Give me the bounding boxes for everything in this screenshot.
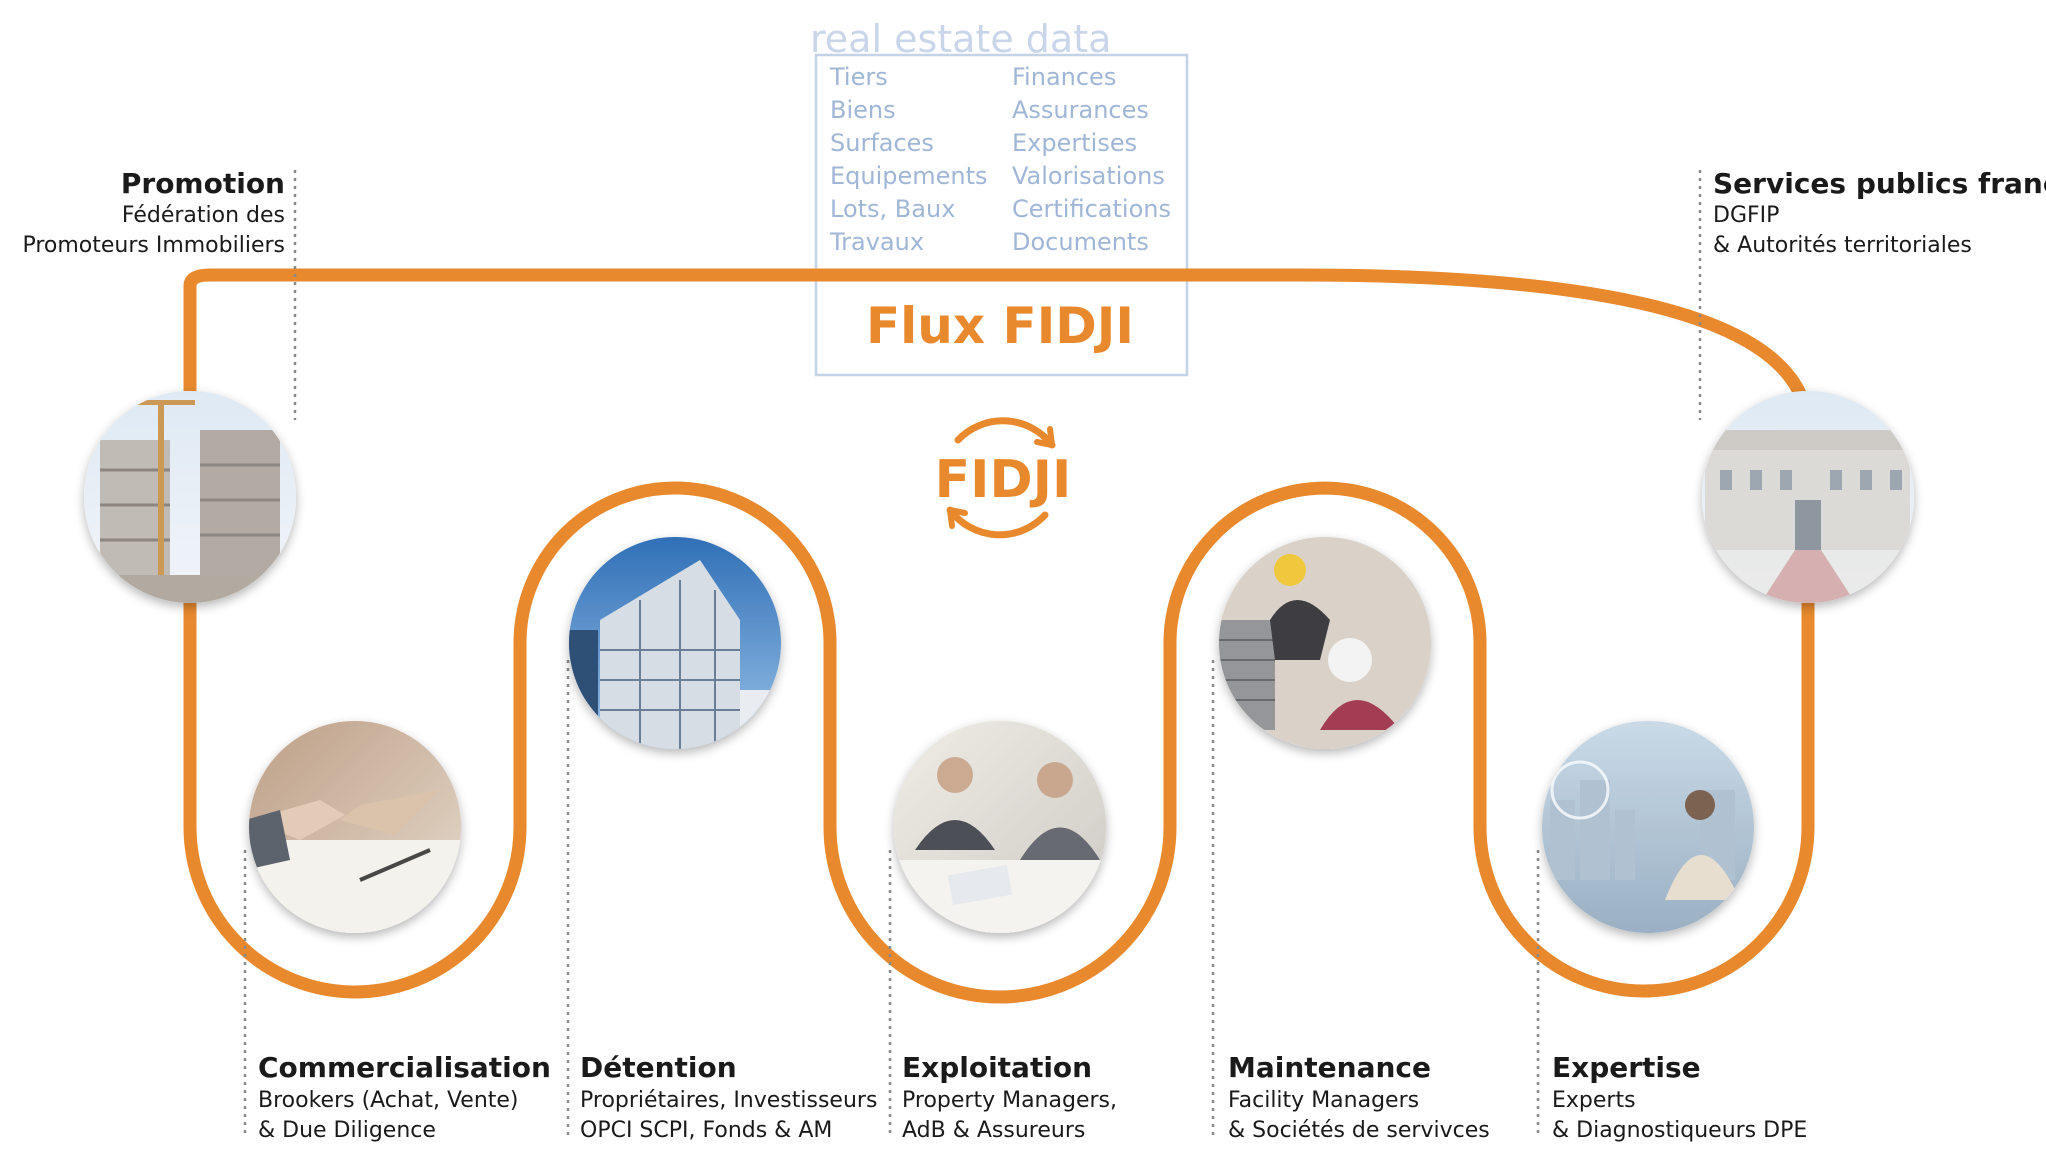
data-item: Expertises <box>1012 129 1137 157</box>
stage-line: DGFIP <box>1713 203 1779 228</box>
data-item: Equipements <box>830 162 988 190</box>
stage-title: Exploitation <box>902 1051 1092 1084</box>
data-item: Surfaces <box>830 129 934 157</box>
government-palace-photo <box>1702 391 1914 603</box>
stage-maintenance-label: Maintenance Facility Managers & Sociétés… <box>1228 1051 1490 1143</box>
data-item: Biens <box>830 96 896 124</box>
data-item: Assurances <box>1012 96 1149 124</box>
data-item: Tiers <box>829 63 888 91</box>
handshake-photo <box>249 721 461 933</box>
fidji-logo: FIDJI <box>935 417 1072 539</box>
flux-flow-path <box>183 268 1815 437</box>
stage-line: AdB & Assureurs <box>902 1118 1085 1143</box>
stage-exploitation-label: Exploitation Property Managers, AdB & As… <box>902 1051 1117 1143</box>
stage-line: & Diagnostiqueurs DPE <box>1552 1118 1807 1143</box>
stage-title: Détention <box>580 1051 737 1084</box>
expert-city-photo <box>1542 721 1754 933</box>
data-panel: real estate data TiersBiensSurfacesEquip… <box>810 17 1189 377</box>
stage-line: Promoteurs Immobiliers <box>22 233 285 258</box>
stage-detention-label: Détention Propriétaires, Investisseurs O… <box>580 1051 877 1143</box>
data-panel-box <box>814 53 1189 377</box>
stage-promotion-label: Promotion Fédération des Promoteurs Immo… <box>22 167 285 258</box>
stage-expertise-label: Expertise Experts & Diagnostiqueurs DPE <box>1552 1051 1807 1143</box>
stage-services-publics-label: Services publics français DGFIP & Autori… <box>1713 167 2046 258</box>
data-item: Travaux <box>829 228 924 256</box>
data-item: Certifications <box>1012 195 1171 223</box>
stage-line: OPCI SCPI, Fonds & AM <box>580 1118 832 1143</box>
flux-label: Flux FIDJI <box>866 297 1134 355</box>
stage-line: Brookers (Achat, Vente) <box>258 1088 519 1113</box>
stage-line: & Autorités territoriales <box>1713 233 1972 258</box>
technicians-photo <box>1219 537 1431 749</box>
business-meeting-photo <box>894 721 1106 933</box>
stage-line: Property Managers, <box>902 1088 1117 1113</box>
stage-title: Commercialisation <box>258 1051 551 1084</box>
stage-line: & Sociétés de servivces <box>1228 1118 1490 1143</box>
stage-line: Experts <box>1552 1088 1636 1113</box>
data-panel-heading: real estate data <box>810 17 1111 61</box>
stage-title: Maintenance <box>1228 1051 1431 1084</box>
stage-line: Propriétaires, Investisseurs <box>580 1088 877 1113</box>
stage-title: Services publics français <box>1713 167 2046 200</box>
data-item: Valorisations <box>1012 162 1165 190</box>
office-tower-photo <box>569 537 781 749</box>
data-item: Documents <box>1012 228 1149 256</box>
stage-title: Expertise <box>1552 1051 1701 1084</box>
stage-line: Facility Managers <box>1228 1088 1419 1113</box>
construction-site-photo <box>84 391 296 603</box>
circular-arrows-icon <box>946 417 1056 539</box>
data-item: Finances <box>1012 63 1116 91</box>
stage-title: Promotion <box>121 167 285 200</box>
stage-commercialisation-label: Commercialisation Brookers (Achat, Vente… <box>258 1051 551 1143</box>
flux-flow-path-snake <box>183 423 1815 1004</box>
stage-line: & Due Diligence <box>258 1118 436 1143</box>
fidji-logo-text: FIDJI <box>935 450 1072 510</box>
data-list-right: FinancesAssurancesExpertisesValorisation… <box>1012 63 1171 256</box>
stage-line: Fédération des <box>122 203 285 228</box>
data-item: Lots, Baux <box>830 195 955 223</box>
